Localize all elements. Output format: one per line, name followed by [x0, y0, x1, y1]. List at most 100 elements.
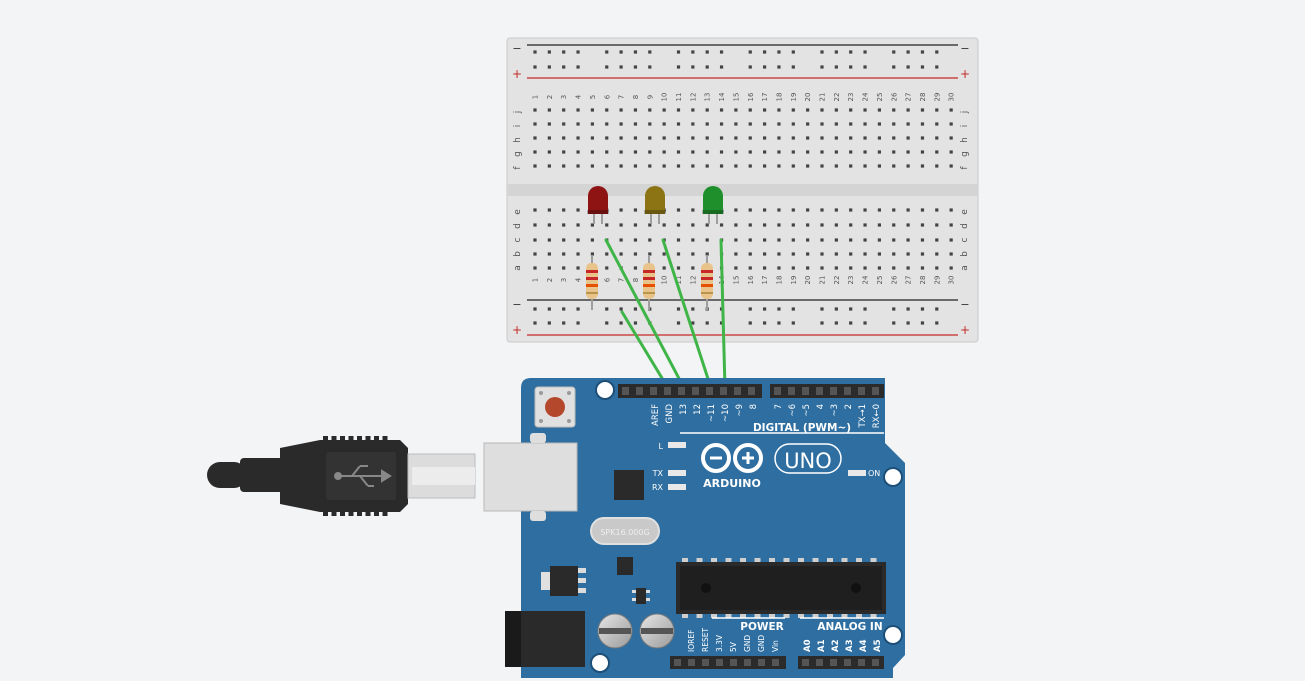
breadboard-hole[interactable] [763, 150, 767, 154]
breadboard-hole[interactable] [935, 208, 939, 212]
breadboard-hole[interactable] [533, 208, 537, 212]
breadboard-hole[interactable] [777, 122, 781, 126]
rail-hole[interactable] [834, 50, 838, 54]
breadboard-hole[interactable] [949, 136, 953, 140]
breadboard-hole[interactable] [806, 252, 810, 256]
breadboard-hole[interactable] [605, 150, 609, 154]
breadboard-hole[interactable] [906, 122, 910, 126]
breadboard-hole[interactable] [633, 108, 638, 112]
rail-hole[interactable] [547, 50, 551, 54]
breadboard-hole[interactable] [562, 136, 566, 140]
rail-hole[interactable] [719, 65, 724, 69]
usb-cable[interactable] [207, 436, 476, 516]
rail-hole[interactable] [633, 50, 638, 54]
breadboard-hole[interactable] [619, 108, 623, 112]
rail-hole[interactable] [691, 307, 695, 311]
breadboard-hole[interactable] [605, 136, 609, 140]
rail-hole[interactable] [648, 50, 652, 54]
breadboard-hole[interactable] [748, 150, 752, 154]
rail-hole[interactable] [791, 50, 795, 54]
breadboard-hole[interactable] [892, 223, 896, 227]
breadboard-hole[interactable] [906, 223, 910, 227]
rail-hole[interactable] [791, 65, 795, 69]
breadboard-hole[interactable] [849, 238, 853, 242]
breadboard-hole[interactable] [547, 252, 551, 256]
breadboard-hole[interactable] [763, 108, 767, 112]
breadboard-hole[interactable] [705, 150, 709, 154]
breadboard-hole[interactable] [763, 164, 767, 168]
breadboard-hole[interactable] [734, 136, 738, 140]
breadboard-hole[interactable] [935, 122, 939, 126]
breadboard-hole[interactable] [791, 108, 795, 112]
rail-hole[interactable] [547, 321, 551, 325]
breadboard-hole[interactable] [863, 223, 867, 227]
breadboard-hole[interactable] [533, 238, 537, 242]
breadboard-hole[interactable] [648, 136, 652, 140]
rail-hole[interactable] [576, 307, 580, 311]
breadboard-hole[interactable] [820, 223, 824, 227]
rail-hole[interactable] [619, 307, 623, 311]
rail-hole[interactable] [691, 321, 695, 325]
breadboard-hole[interactable] [877, 238, 881, 242]
breadboard-hole[interactable] [562, 252, 566, 256]
breadboard-hole[interactable] [662, 266, 666, 270]
rail-hole[interactable] [763, 307, 767, 311]
breadboard-hole[interactable] [791, 122, 795, 126]
rail-hole[interactable] [892, 65, 896, 69]
breadboard-hole[interactable] [863, 238, 867, 242]
rail-hole[interactable] [705, 50, 709, 54]
breadboard-hole[interactable] [576, 136, 580, 140]
rail-hole[interactable] [633, 321, 638, 325]
breadboard-hole[interactable] [834, 150, 838, 154]
breadboard-hole[interactable] [820, 266, 824, 270]
breadboard-hole[interactable] [562, 223, 566, 227]
resistor-1[interactable] [586, 255, 598, 310]
breadboard-hole[interactable] [949, 164, 953, 168]
breadboard-hole[interactable] [935, 252, 939, 256]
breadboard-hole[interactable] [920, 223, 925, 227]
breadboard-hole[interactable] [863, 266, 867, 270]
breadboard-hole[interactable] [906, 150, 910, 154]
breadboard-hole[interactable] [949, 223, 953, 227]
breadboard-hole[interactable] [935, 164, 939, 168]
breadboard-hole[interactable] [533, 252, 537, 256]
rail-hole[interactable] [849, 50, 853, 54]
breadboard-hole[interactable] [605, 223, 609, 227]
breadboard-hole[interactable] [705, 252, 709, 256]
rail-hole[interactable] [820, 321, 824, 325]
breadboard-hole[interactable] [619, 150, 623, 154]
rail-hole[interactable] [619, 50, 623, 54]
breadboard-hole[interactable] [562, 108, 566, 112]
breadboard-hole[interactable] [806, 108, 810, 112]
breadboard-hole[interactable] [834, 136, 838, 140]
rail-hole[interactable] [648, 65, 652, 69]
breadboard-hole[interactable] [619, 252, 623, 256]
breadboard-hole[interactable] [748, 238, 752, 242]
breadboard-hole[interactable] [892, 136, 896, 140]
breadboard-hole[interactable] [920, 136, 925, 140]
breadboard-hole[interactable] [633, 122, 638, 126]
breadboard-hole[interactable] [791, 238, 795, 242]
rail-hole[interactable] [576, 50, 580, 54]
breadboard-hole[interactable] [562, 238, 566, 242]
rail-hole[interactable] [705, 321, 709, 325]
breadboard-hole[interactable] [576, 266, 580, 270]
breadboard-hole[interactable] [935, 150, 939, 154]
breadboard-hole[interactable] [748, 208, 752, 212]
breadboard-hole[interactable] [877, 223, 881, 227]
breadboard-hole[interactable] [777, 252, 781, 256]
breadboard-hole[interactable] [849, 136, 853, 140]
rail-hole[interactable] [863, 307, 867, 311]
breadboard-hole[interactable] [935, 266, 939, 270]
breadboard-hole[interactable] [763, 136, 767, 140]
breadboard-hole[interactable] [763, 238, 767, 242]
breadboard-hole[interactable] [777, 150, 781, 154]
breadboard-hole[interactable] [676, 208, 681, 212]
breadboard-hole[interactable] [676, 122, 681, 126]
breadboard-hole[interactable] [806, 122, 810, 126]
breadboard-hole[interactable] [676, 238, 681, 242]
breadboard-hole[interactable] [734, 223, 738, 227]
breadboard-hole[interactable] [935, 136, 939, 140]
rail-hole[interactable] [892, 50, 896, 54]
rail-hole[interactable] [719, 321, 724, 325]
